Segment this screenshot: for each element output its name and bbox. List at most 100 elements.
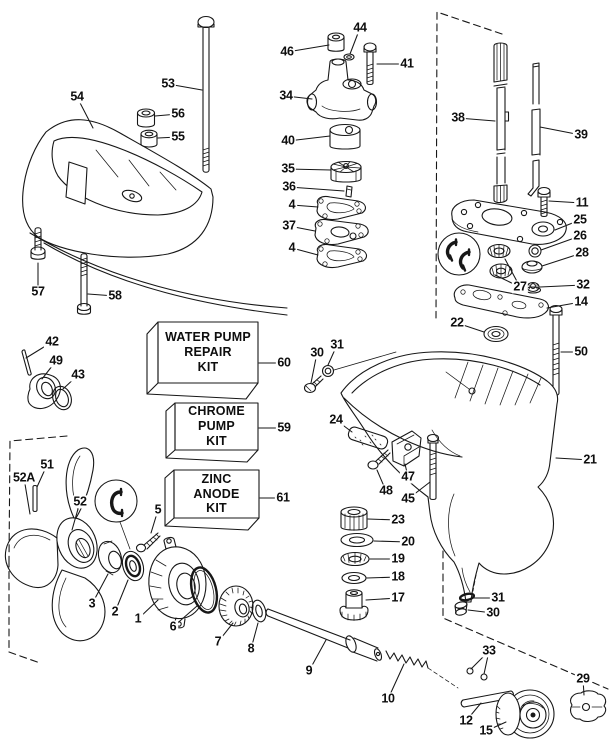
part-label-54: 54	[68, 89, 86, 104]
clutch-assembly-15	[495, 689, 555, 739]
part-label-39: 39	[572, 127, 590, 142]
drive-pin-51	[32, 484, 38, 513]
part-label-26: 26	[571, 228, 589, 243]
part-label-44: 44	[351, 20, 369, 35]
bolt-57	[30, 227, 46, 260]
part-label-27: 27	[511, 279, 529, 294]
leader-lines	[23, 27, 591, 732]
part-label-52A: 52A	[11, 470, 37, 485]
propeller-shaft-9	[265, 608, 383, 662]
washer-20	[340, 532, 374, 548]
part-label-29: 29	[574, 671, 592, 686]
part-label-4: 4	[287, 240, 297, 255]
washer-18	[341, 571, 367, 585]
pump-plate-37	[314, 218, 369, 246]
kit-line: KIT	[206, 433, 227, 448]
part-label-36: 36	[280, 179, 298, 194]
part-label-50: 50	[572, 344, 590, 359]
kit-line: REPAIR	[184, 345, 232, 360]
part-label-48: 48	[377, 483, 395, 498]
gasket-4-lower	[316, 243, 368, 269]
part-label-24: 24	[327, 412, 345, 427]
seal-22	[483, 325, 509, 343]
part-label-47: 47	[399, 469, 417, 484]
part-label-18: 18	[389, 569, 407, 584]
part-label-11: 11	[574, 195, 590, 210]
part-label-6: 6	[168, 619, 178, 634]
part-label-30: 30	[308, 345, 326, 360]
part-label-57: 57	[29, 284, 47, 299]
gasket-14	[453, 284, 549, 319]
part-label-25: 25	[571, 212, 589, 227]
kit-line: CHROME	[188, 404, 245, 419]
washer-44	[343, 53, 355, 61]
part-label-40: 40	[279, 133, 297, 148]
ring-43	[52, 385, 72, 411]
bearing-19	[340, 551, 370, 567]
spring-10	[385, 650, 429, 669]
part-label-1: 1	[133, 611, 143, 626]
part-label-51: 51	[38, 457, 56, 472]
part-label-28: 28	[573, 245, 591, 260]
grommet-49	[27, 373, 61, 410]
thrust-hub-3	[97, 540, 123, 576]
grommet-55	[140, 129, 158, 148]
bearing-housing-plate-25	[451, 199, 567, 245]
part-label-3: 3	[87, 596, 97, 611]
drain-plug-30-lower	[454, 601, 468, 616]
part-label-14: 14	[572, 294, 590, 309]
driveshaft-38	[493, 42, 510, 204]
grommet-56	[136, 108, 156, 128]
bushing-46	[327, 32, 345, 52]
bearing-carrier-1	[148, 536, 207, 629]
oring-6	[189, 566, 219, 614]
kit-line: KIT	[197, 359, 219, 374]
part-label-4: 4	[287, 197, 297, 212]
seal-clip-detail-circle	[94, 479, 138, 550]
part-label-2: 2	[110, 604, 120, 619]
bolt-11	[537, 186, 551, 218]
part-label-34: 34	[277, 88, 295, 103]
part-label-35: 35	[279, 161, 297, 176]
forward-gear-7	[218, 585, 254, 627]
water-pump-housing-34	[306, 58, 378, 121]
bolt-50	[549, 304, 563, 396]
chrome-pump-kit-box: CHROME PUMP KIT	[175, 403, 258, 450]
part-label-58: 58	[106, 288, 124, 303]
part-label-23: 23	[389, 512, 407, 527]
propeller-52	[5, 447, 106, 642]
kit-line: ZINC	[201, 471, 232, 486]
bolt-58	[76, 253, 92, 315]
part-label-10: 10	[379, 691, 397, 706]
part-label-21: 21	[581, 452, 599, 467]
water-pump-repair-kit-box: WATER PUMP REPAIR KIT	[158, 322, 258, 383]
part-label-37: 37	[280, 218, 298, 233]
pump-cup-40	[329, 123, 361, 150]
seal-2	[121, 550, 145, 582]
part-label-8: 8	[246, 641, 256, 656]
zinc-anode-kit-box: ZINC ANODE KIT	[174, 470, 259, 518]
upper-gearcase-housing-54	[22, 119, 288, 316]
part-label-20: 20	[399, 534, 417, 549]
part-label-42: 42	[43, 334, 61, 349]
gearcase-housing-21	[340, 351, 559, 603]
part-label-32: 32	[574, 277, 592, 292]
part-label-43: 43	[69, 367, 87, 382]
part-label-56: 56	[169, 106, 187, 121]
part-label-12: 12	[457, 713, 475, 728]
part-label-7: 7	[213, 634, 223, 649]
part-label-45: 45	[399, 491, 417, 506]
kit-line: KIT	[206, 501, 227, 516]
washer-8	[251, 599, 267, 623]
part-label-38: 38	[449, 110, 467, 125]
part-label-19: 19	[389, 551, 407, 566]
bolt-53	[197, 15, 215, 173]
part-label-55: 55	[169, 129, 187, 144]
part-label-33: 33	[480, 643, 498, 658]
part-label-5: 5	[153, 502, 163, 517]
screw-30-upper	[303, 375, 324, 394]
part-label-22: 22	[448, 315, 466, 330]
impeller-35	[330, 160, 362, 183]
part-label-60: 60	[275, 355, 293, 370]
